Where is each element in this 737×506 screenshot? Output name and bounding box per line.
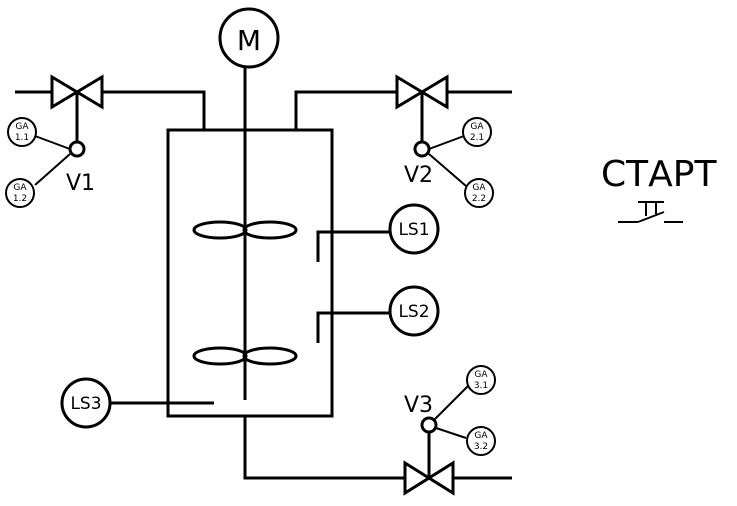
level-sensor-ls3: LS3: [60, 377, 214, 429]
start-button-symbol[interactable]: [618, 201, 683, 223]
svg-text:GA: GA: [474, 431, 488, 441]
upper-impeller: [192, 220, 298, 240]
lower-impeller: [192, 346, 298, 366]
svg-text:3.2: 3.2: [474, 442, 488, 452]
svg-text:LS3: LS3: [70, 394, 101, 414]
svg-text:1.1: 1.1: [15, 133, 29, 143]
svg-text:3.1: 3.1: [474, 381, 488, 391]
outlet-pipe: [243, 416, 512, 480]
valve-v1-label: V1: [66, 171, 95, 196]
inlet-pipe-1: [15, 90, 206, 130]
inlet-pipe-2: [294, 90, 512, 130]
valve-v1[interactable]: [50, 74, 104, 158]
ga-1-2: GA 1.2: [5, 178, 35, 208]
ga-1-1: GA 1.1: [7, 117, 37, 147]
svg-text:GA: GA: [15, 122, 29, 132]
svg-text:1.2: 1.2: [13, 194, 27, 204]
motor-label: M: [237, 24, 261, 57]
level-sensor-ls1: LS1: [316, 203, 440, 262]
svg-text:LS2: LS2: [398, 302, 429, 322]
ga-2-1: GA 2.1: [462, 117, 492, 147]
svg-text:2.1: 2.1: [470, 133, 484, 143]
start-label: СТАРТ: [601, 154, 717, 195]
valve-v3-label: V3: [404, 393, 433, 418]
v1-ga-link-top: [34, 135, 71, 150]
v2-ga-link-bottom: [428, 153, 467, 187]
v3-ga-link-top: [433, 385, 469, 421]
level-sensor-ls2: LS2: [316, 285, 440, 343]
svg-text:GA: GA: [470, 122, 484, 132]
v3-ga-link-bottom: [435, 427, 467, 439]
valve-v3[interactable]: [403, 416, 455, 496]
svg-text:LS1: LS1: [398, 220, 429, 240]
ga-2-2: GA 2.2: [464, 178, 494, 208]
ga-3-1: GA 3.1: [466, 365, 496, 395]
v2-ga-link-top: [428, 135, 465, 150]
valve-v2[interactable]: [395, 74, 449, 158]
tank: [166, 128, 334, 418]
svg-text:GA: GA: [13, 183, 27, 193]
svg-text:GA: GA: [472, 183, 486, 193]
svg-text:2.2: 2.2: [472, 194, 486, 204]
motor: [218, 7, 280, 69]
svg-text:GA: GA: [474, 370, 488, 380]
v1-ga-link-bottom: [34, 153, 71, 186]
valve-v2-label: V2: [404, 163, 433, 188]
ga-3-2: GA 3.2: [466, 426, 496, 456]
